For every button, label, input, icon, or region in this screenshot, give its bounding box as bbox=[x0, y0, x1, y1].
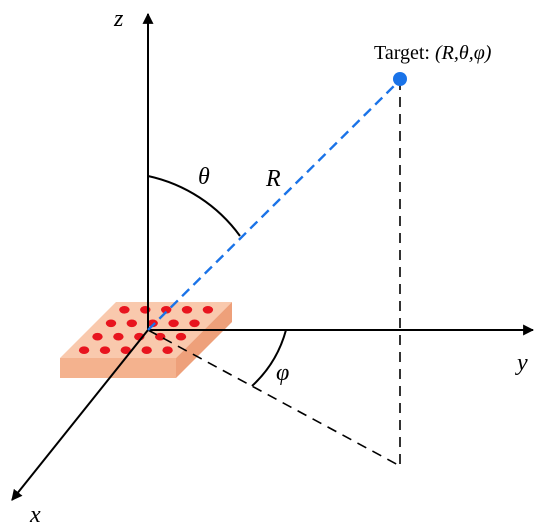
x-axis bbox=[11, 329, 149, 501]
array-element-dot bbox=[168, 319, 179, 328]
axes bbox=[11, 12, 535, 501]
array-element-dot bbox=[161, 306, 172, 314]
array-element-dot bbox=[92, 332, 103, 341]
array-element-dot bbox=[189, 319, 200, 328]
projection-lines bbox=[147, 80, 401, 467]
array-element-dot bbox=[113, 332, 124, 341]
array-element-dot bbox=[175, 332, 187, 341]
array-side-face bbox=[176, 302, 232, 378]
range-label: R bbox=[265, 166, 281, 192]
array-top-face bbox=[60, 302, 232, 358]
target-label: Target: (R,θ,φ) bbox=[374, 42, 492, 64]
theta-label: θ bbox=[198, 164, 210, 190]
target-point bbox=[393, 72, 407, 86]
antenna-array bbox=[60, 302, 232, 378]
z-axis-label: z bbox=[113, 6, 124, 32]
ground-projection-line bbox=[147, 329, 401, 467]
array-element-dot bbox=[147, 319, 158, 328]
array-element-dot bbox=[119, 306, 130, 314]
y-axis-label: y bbox=[515, 350, 528, 376]
target-label-prefix: Target: bbox=[374, 42, 435, 64]
phi-arc bbox=[251, 329, 287, 387]
array-element-dot bbox=[120, 346, 131, 355]
array-element-dot bbox=[105, 319, 117, 328]
range-line bbox=[147, 79, 401, 331]
theta-arc bbox=[147, 175, 241, 237]
array-element-dot bbox=[181, 306, 193, 314]
x-axis-label: x bbox=[29, 502, 41, 528]
array-element-dot bbox=[126, 319, 137, 328]
array-element-dot bbox=[78, 346, 90, 355]
array-element-dot bbox=[99, 346, 111, 355]
phi-label: φ bbox=[276, 360, 289, 386]
target-label-coords: (R,θ,φ) bbox=[435, 42, 492, 64]
array-element-dot bbox=[162, 346, 173, 355]
array-element-dot bbox=[202, 306, 214, 314]
array-element-dot bbox=[141, 346, 152, 355]
